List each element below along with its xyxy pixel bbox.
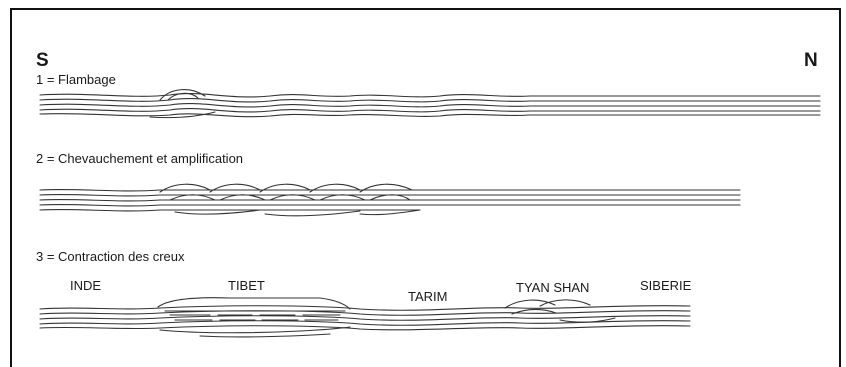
stage-3-layers [40, 298, 690, 337]
north-label: N [804, 50, 818, 71]
south-label: S [36, 50, 49, 71]
region-inde: INDE [70, 278, 101, 293]
region-tarim: TARIM [408, 289, 447, 304]
stage-2-label: 2 = Chevauchement et amplification [36, 151, 243, 166]
region-tibet: TIBET [228, 278, 265, 293]
region-siberie: SIBERIE [640, 278, 692, 293]
region-tyan-shan: TYAN SHAN [516, 280, 589, 295]
stage-1-layers [40, 90, 820, 118]
stage-2-layers [40, 184, 740, 216]
stage-3-label: 3 = Contraction des creux [36, 249, 185, 264]
stage-1-label: 1 = Flambage [36, 72, 116, 87]
